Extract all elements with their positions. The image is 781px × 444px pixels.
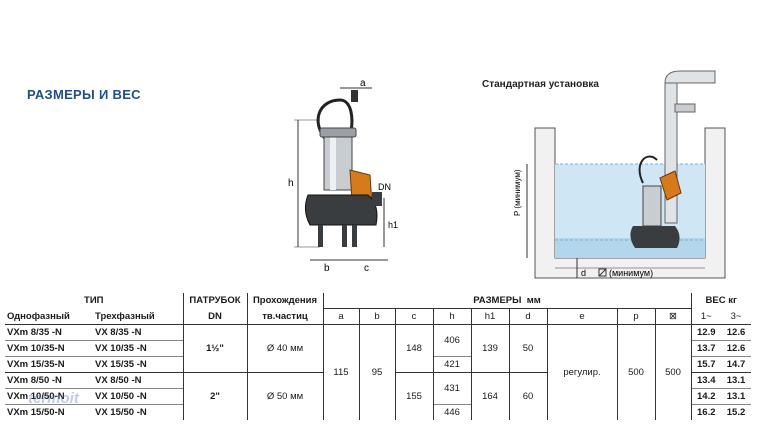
- dim-h1-label: h1: [388, 220, 398, 230]
- hdr-col-square: ⊠: [654, 308, 691, 325]
- val-h-50b: 446: [432, 404, 471, 420]
- hdr-col-d: d: [508, 308, 547, 325]
- dn-35: 1½": [182, 324, 247, 373]
- table-row: VXm 8/50 -N: [5, 372, 93, 389]
- hdr-one-phase: Однофазный: [5, 308, 93, 325]
- val-p: 500: [616, 324, 655, 420]
- dim-dn-label: DN: [378, 182, 391, 192]
- hdr-col-h: h: [432, 308, 471, 325]
- pass-35: Ø 40 мм: [246, 324, 323, 373]
- table-row: VXm 8/35 -N: [7, 327, 62, 338]
- hdr-dn: DN: [182, 308, 247, 325]
- hdr-w1: 1~: [690, 308, 721, 325]
- val-h1-50: 164: [470, 372, 509, 420]
- dim-c-label: c: [364, 263, 369, 274]
- hdr-col-p: p: [616, 308, 655, 325]
- section-title: РАЗМЕРЫ И ВЕС: [27, 87, 141, 102]
- hdr-col-b: b: [358, 308, 395, 325]
- hdr-col-c: c: [394, 308, 433, 325]
- hdr-weight: ВЕС кг: [690, 293, 751, 309]
- hdr-pass1: Прохождения: [246, 293, 323, 309]
- table-row: VXm 15/50-N: [5, 404, 93, 420]
- hdr-col-e: e: [546, 308, 617, 325]
- spec-table: ТИП ПАТРУБОК Прохождения РАЗМЕРЫ мм ВЕС …: [5, 293, 751, 420]
- val-h-50a: 431: [432, 372, 471, 405]
- val-c-50: 155: [394, 372, 433, 420]
- hdr-type: ТИП: [84, 295, 104, 307]
- dim-d-label: d: [581, 268, 586, 278]
- dim-h-label: h: [288, 178, 294, 189]
- val-a: 115: [322, 324, 359, 420]
- val-d-50: 60: [508, 372, 547, 420]
- hdr-nozzle: ПАТРУБОК: [182, 293, 247, 309]
- val-e: регулир.: [546, 324, 617, 420]
- watermark: termoit: [28, 390, 79, 407]
- val-d-35: 50: [508, 324, 547, 373]
- hdr-three-phase: Трехфазный: [93, 308, 183, 325]
- hdr-dims: РАЗМЕРЫ мм: [322, 293, 691, 309]
- val-b: 95: [358, 324, 395, 420]
- pass-50: Ø 50 мм: [246, 372, 323, 420]
- val-c-35: 148: [394, 324, 433, 373]
- square-icon: [598, 268, 607, 277]
- dim-a-label: a: [360, 78, 366, 89]
- val-h-35a: 406: [432, 324, 471, 357]
- dim-b-label: b: [324, 263, 330, 274]
- hdr-w3: 3~: [721, 308, 751, 325]
- val-h-35b: 421: [432, 356, 471, 373]
- dim-p-label: P (минимум): [513, 169, 522, 216]
- val-h1-35: 139: [470, 324, 509, 373]
- table-row: VXm 10/35-N: [5, 340, 93, 357]
- dn-50: 2": [182, 372, 247, 420]
- pump-dimension-drawing: h a DN h1 b c: [288, 78, 398, 274]
- installation-drawing: P (минимум) d (минимум): [513, 70, 726, 279]
- dim-min-label: (минимум): [609, 268, 653, 278]
- table-row: VXm 10/50-N: [5, 388, 93, 405]
- hdr-pass2: тв.частиц: [246, 308, 323, 325]
- val-square: 500: [654, 324, 691, 420]
- table-row: VXm 15/35-N: [5, 356, 93, 373]
- hdr-col-a: a: [322, 308, 359, 325]
- install-title: Стандартная установка: [482, 79, 599, 90]
- hdr-col-h1: h1: [470, 308, 509, 325]
